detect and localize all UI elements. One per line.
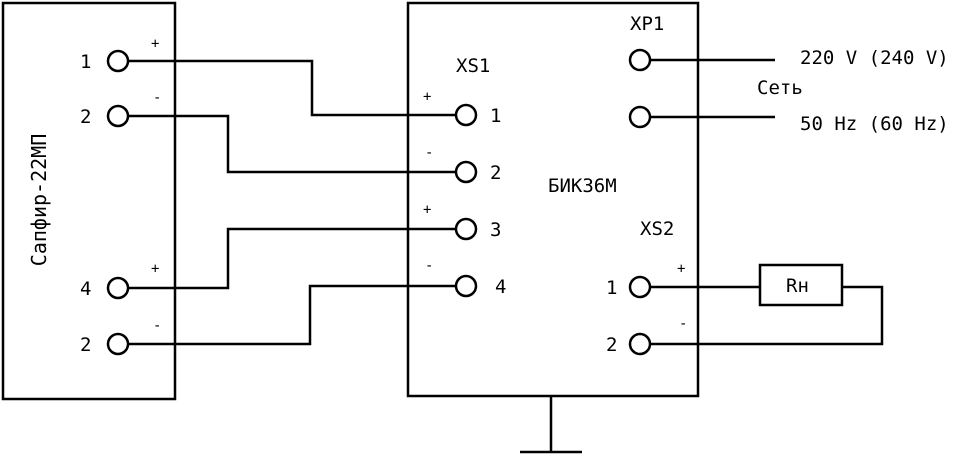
mains-frequency: 50 Hz (60 Hz)	[800, 113, 949, 135]
mains-label: Сеть	[757, 77, 803, 99]
left-terminal-1	[106, 49, 130, 73]
load-resistor-label: Rн	[786, 275, 809, 297]
main-unit-label: БИК36М	[548, 175, 617, 197]
xs1-terminal-2-number: 2	[490, 162, 501, 184]
load-resistor	[758, 263, 844, 307]
xs1-terminal-3	[454, 217, 478, 241]
left-terminal-4-polarity: +	[151, 261, 159, 277]
left-terminal-2b	[106, 332, 130, 356]
wire-2b-to-xs1-4	[128, 284, 456, 346]
left-terminal-1-polarity: +	[151, 36, 159, 52]
xs1-terminal-4-polarity: -	[425, 258, 433, 274]
xp1-terminal-1	[628, 48, 652, 72]
xs1-terminal-4-number: 4	[495, 276, 506, 298]
xs2-terminal-1-polarity: +	[677, 261, 685, 277]
wire-2-to-xs1-2	[128, 114, 456, 174]
xs1-terminal-3-polarity: +	[423, 202, 431, 218]
left-terminal-2	[106, 104, 130, 128]
sapphire-device-box	[1, 1, 177, 401]
left-terminal-2-number: 2	[80, 106, 91, 128]
left-terminal-2b-polarity: -	[153, 318, 161, 334]
left-terminal-1-number: 1	[80, 51, 91, 73]
xs1-label: XS1	[456, 55, 490, 77]
xs2-terminal-2-number: 2	[606, 334, 617, 356]
load-wire-return	[650, 285, 884, 346]
xs1-terminal-3-number: 3	[490, 219, 501, 241]
xp1-terminal-2	[628, 105, 652, 129]
bik-unit-box	[406, 1, 700, 398]
xs1-terminal-2-polarity: -	[425, 145, 433, 161]
xs1-terminal-1-polarity: +	[423, 89, 431, 105]
xs1-terminal-2	[454, 160, 478, 184]
mains-voltage: 220 V (240 V)	[800, 47, 949, 69]
xp1-label: XP1	[630, 13, 664, 35]
left-terminal-2-polarity: -	[153, 90, 161, 106]
xs1-terminal-1	[454, 103, 478, 127]
xs1-terminal-4	[454, 274, 478, 298]
sapphire-device-label: Сапфир-22МП	[27, 134, 51, 266]
left-terminal-4-number: 4	[80, 278, 91, 300]
left-terminal-2b-number: 2	[80, 334, 91, 356]
xs2-terminal-2-polarity: -	[679, 316, 687, 332]
xs2-terminal-2	[628, 332, 652, 356]
xs2-label: XS2	[640, 218, 674, 240]
wire-1-to-xs1-1	[128, 59, 456, 117]
xs1-terminal-1-number: 1	[490, 105, 501, 127]
wire-4-to-xs1-3	[128, 227, 456, 290]
xs2-terminal-1	[628, 275, 652, 299]
left-terminal-4	[106, 276, 130, 300]
xs2-terminal-1-number: 1	[606, 277, 617, 299]
